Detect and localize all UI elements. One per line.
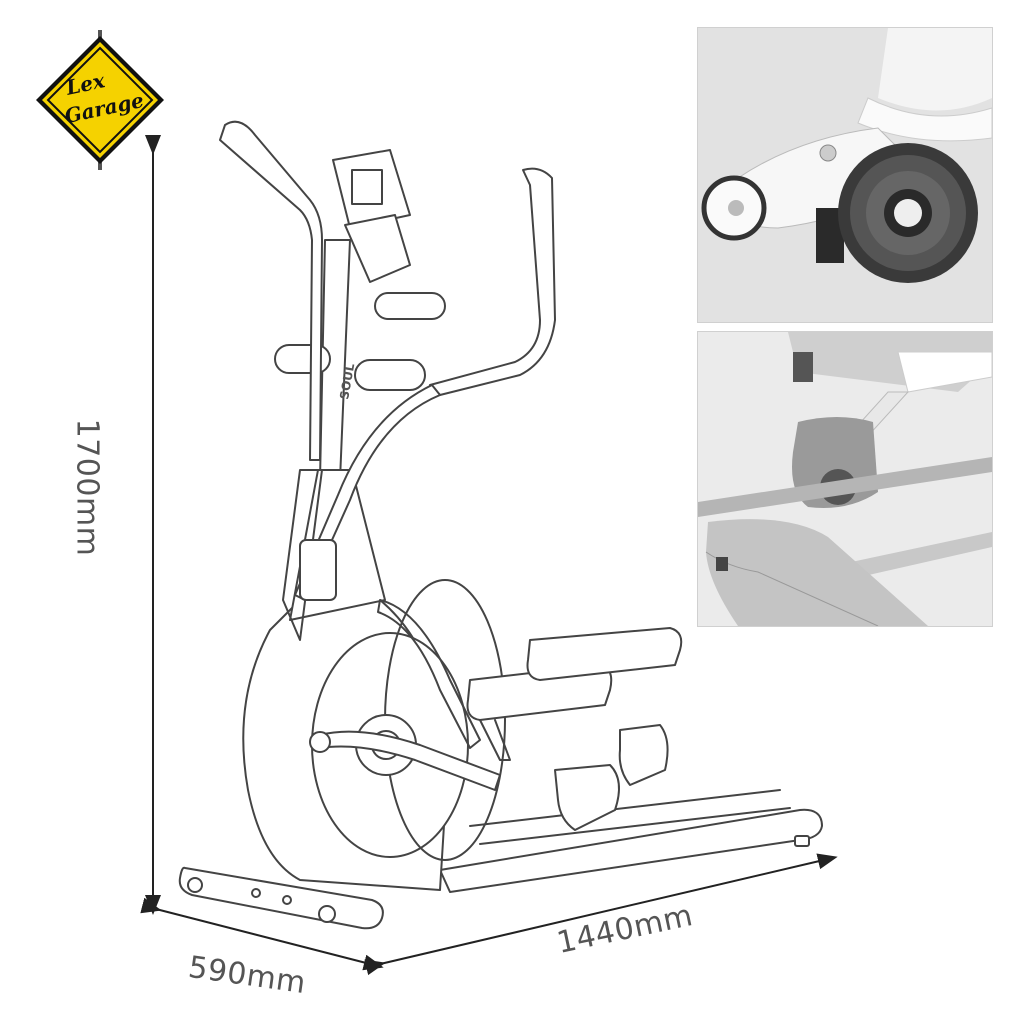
brand-mark: SOUL [337,362,357,400]
roller-front [618,724,669,786]
moving-arm-right [429,167,556,396]
roller-rail-closeup-photo [697,331,993,627]
depth-dimension-line [140,897,384,971]
pedal-right [526,627,683,681]
lex-garage-logo: Lex Garage [30,30,170,170]
height-dimension-label: 1700mm [69,418,105,557]
moving-arm-left [219,120,323,461]
flywheel-closeup-photo [697,27,993,323]
length-dimension-line [364,853,838,976]
roller-rear [554,764,620,831]
